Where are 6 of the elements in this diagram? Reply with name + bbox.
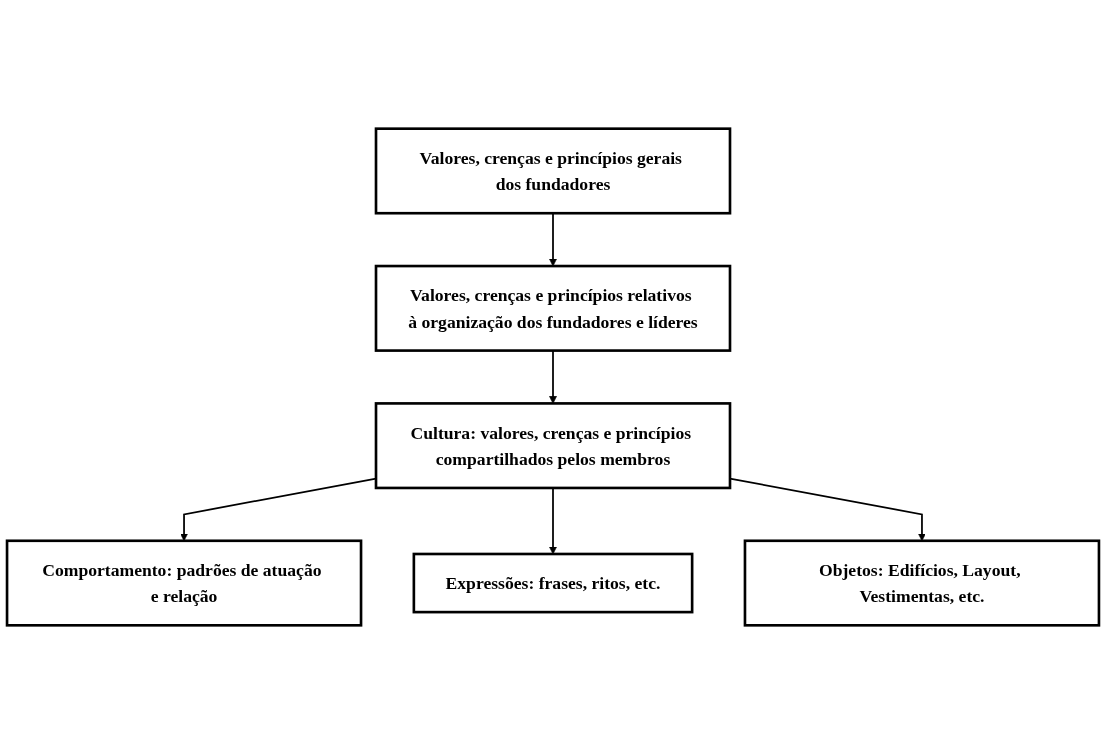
node-box: Valores, crenças e princípios relativos à organização dos fundadores e líderes xyxy=(374,264,732,352)
node-box: Cultura: valores, crenças e princípios compartilhados pelos membros xyxy=(374,402,732,490)
node-box: Expressões: frases, ritos, etc. xyxy=(412,552,694,614)
node-box: Valores, crenças e princípios gerais dos fundadores xyxy=(374,127,732,215)
node-box: Objetos: Edifícios, Layout, Vestimentas, etc. xyxy=(743,539,1101,627)
node-box: Comportamento: padrões de atuação e relação xyxy=(5,539,363,627)
